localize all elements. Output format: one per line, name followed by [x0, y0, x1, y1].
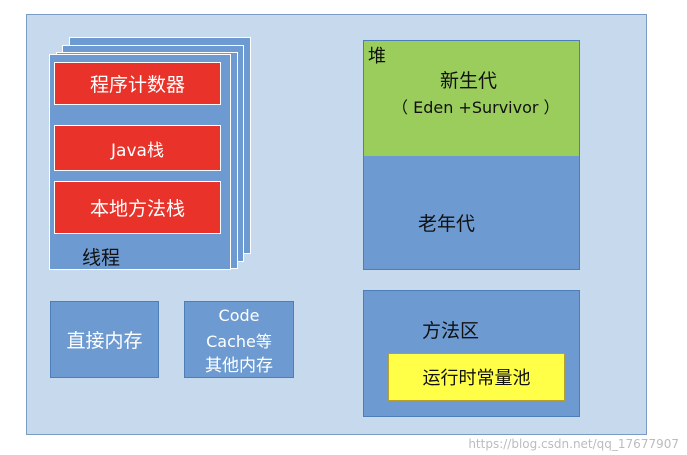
program-counter-box: 程序计数器	[54, 62, 221, 105]
code-cache-line3: 其他内存	[205, 356, 273, 376]
watermark: https://blog.csdn.net/qq_17677907	[468, 437, 679, 451]
method-area-label: 方法区	[422, 320, 480, 342]
heap-label: 堆	[368, 46, 386, 67]
code-cache-line1: Code	[218, 306, 260, 325]
young-generation-box	[364, 41, 579, 156]
old-generation-label: 老年代	[418, 213, 476, 235]
java-stack-box: Java栈	[54, 125, 221, 171]
thread-label: 线程	[82, 247, 121, 269]
runtime-constant-pool-box: 运行时常量池	[388, 353, 565, 401]
young-generation-title: 新生代	[440, 70, 498, 92]
direct-memory-box: 直接内存	[50, 301, 159, 378]
code-cache-box: Code Cache等 其他内存	[184, 301, 294, 378]
young-generation-subtitle: （ Eden +Survivor ）	[392, 98, 560, 117]
code-cache-line2: Cache等	[206, 332, 272, 351]
native-method-stack-box: 本地方法栈	[54, 181, 221, 234]
